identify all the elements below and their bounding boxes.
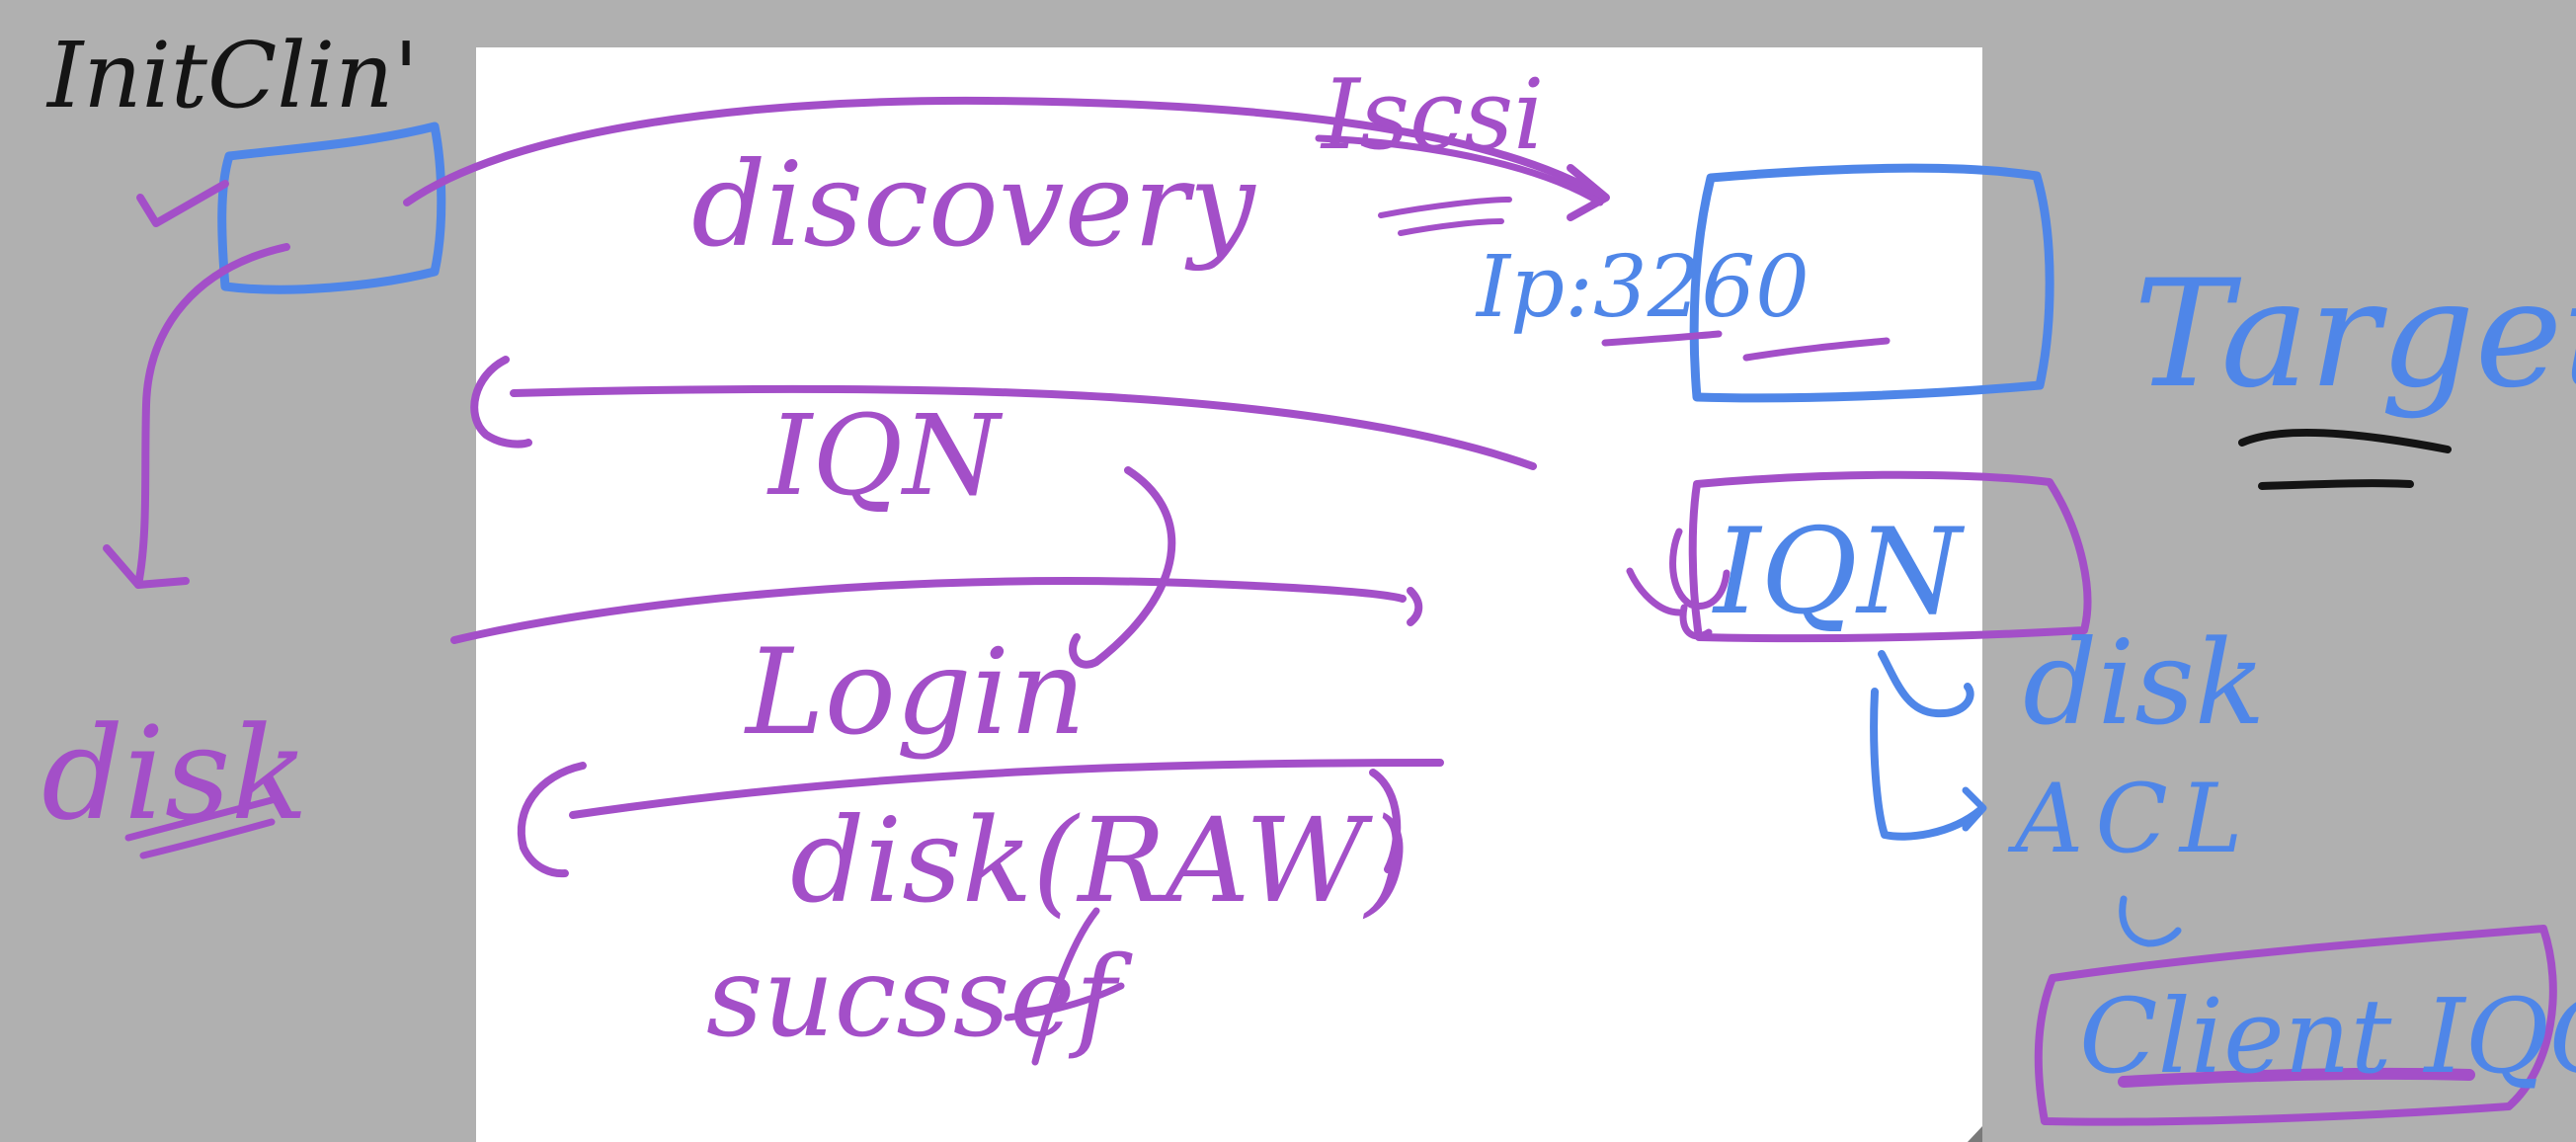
discovery-label: discovery [691,136,1256,273]
client-iqc-underline [2118,1067,2475,1088]
disk-left-underline [124,796,276,859]
disk-raw-label: disk(RAW) [790,792,1410,929]
disk-return-arrow [569,759,1444,819]
iqn-return-arrow-head [470,356,532,449]
iscsi-underline [1378,197,1512,236]
iqn-box [1688,470,2092,643]
iqn-login-loop [1069,466,1176,669]
discovery-strand [1315,134,1604,206]
target-box [1689,163,2054,403]
iqn-return-arrow [510,384,1537,470]
login-arrow [450,577,1407,644]
acl-hook [2119,895,2182,947]
client-iqc-label: Client IQC [2079,976,2576,1097]
iscsi-label: Iscsi [1320,59,1545,172]
disk-left-label: disk [41,698,308,849]
discovery-arrow [403,96,1609,206]
raw-paren [1369,769,1402,873]
initiator-label: InitClin' [45,23,419,128]
iqn-left-label: IQN [766,392,1004,521]
ip-label: Ip:3260 [1475,238,1810,337]
arrow-head-down [103,544,190,589]
success-flourish [1004,907,1125,1066]
discovery-arrow-head [1567,164,1610,221]
client-iqc-box [2034,925,2557,1126]
ip-underline [1601,330,1723,347]
disk-return-arrow-head [517,762,587,878]
iqn-box-scribble [1626,528,1731,640]
acl-label: ACL [2007,764,2255,874]
disk-right-label: disk [2023,614,2265,751]
branch-arrow-heads [1962,786,1987,832]
arrow-to-disk [134,243,290,589]
login-arrow-head [1407,587,1423,626]
target-box-line [1742,337,1891,362]
branch-line [1870,650,1984,841]
initiator-box [217,122,446,294]
resize-handle-icon[interactable] [1968,1126,1982,1142]
success-label: sucssef [706,934,1134,1062]
target-underline [2238,428,2452,490]
iqn-right-label: IQN [1712,504,1966,641]
login-label: Login [744,624,1086,762]
check-mark [136,180,229,227]
target-label: Target [2133,249,2576,421]
